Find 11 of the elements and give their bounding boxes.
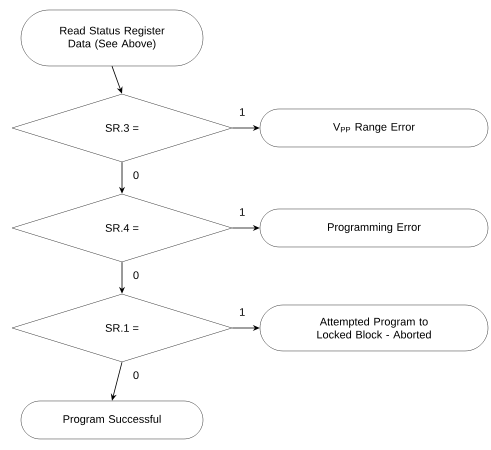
edge-label: 1 [238, 107, 246, 117]
edge-label: 1 [238, 207, 246, 217]
terminal-box: Read Status Register Data (See Above) [20, 10, 204, 66]
terminal-box: V$_{PP}$ Range Error [260, 108, 488, 148]
terminal-box: Attempted Program to Locked Block - Aborted [260, 304, 488, 352]
edge-label: 0 [132, 370, 140, 380]
edge-label: 1 [238, 307, 246, 317]
terminal-box: Program Successful [20, 400, 204, 440]
edge-label: 0 [132, 270, 140, 280]
edge-label: 0 [132, 170, 140, 180]
terminal-box: Programming Error [260, 208, 488, 248]
